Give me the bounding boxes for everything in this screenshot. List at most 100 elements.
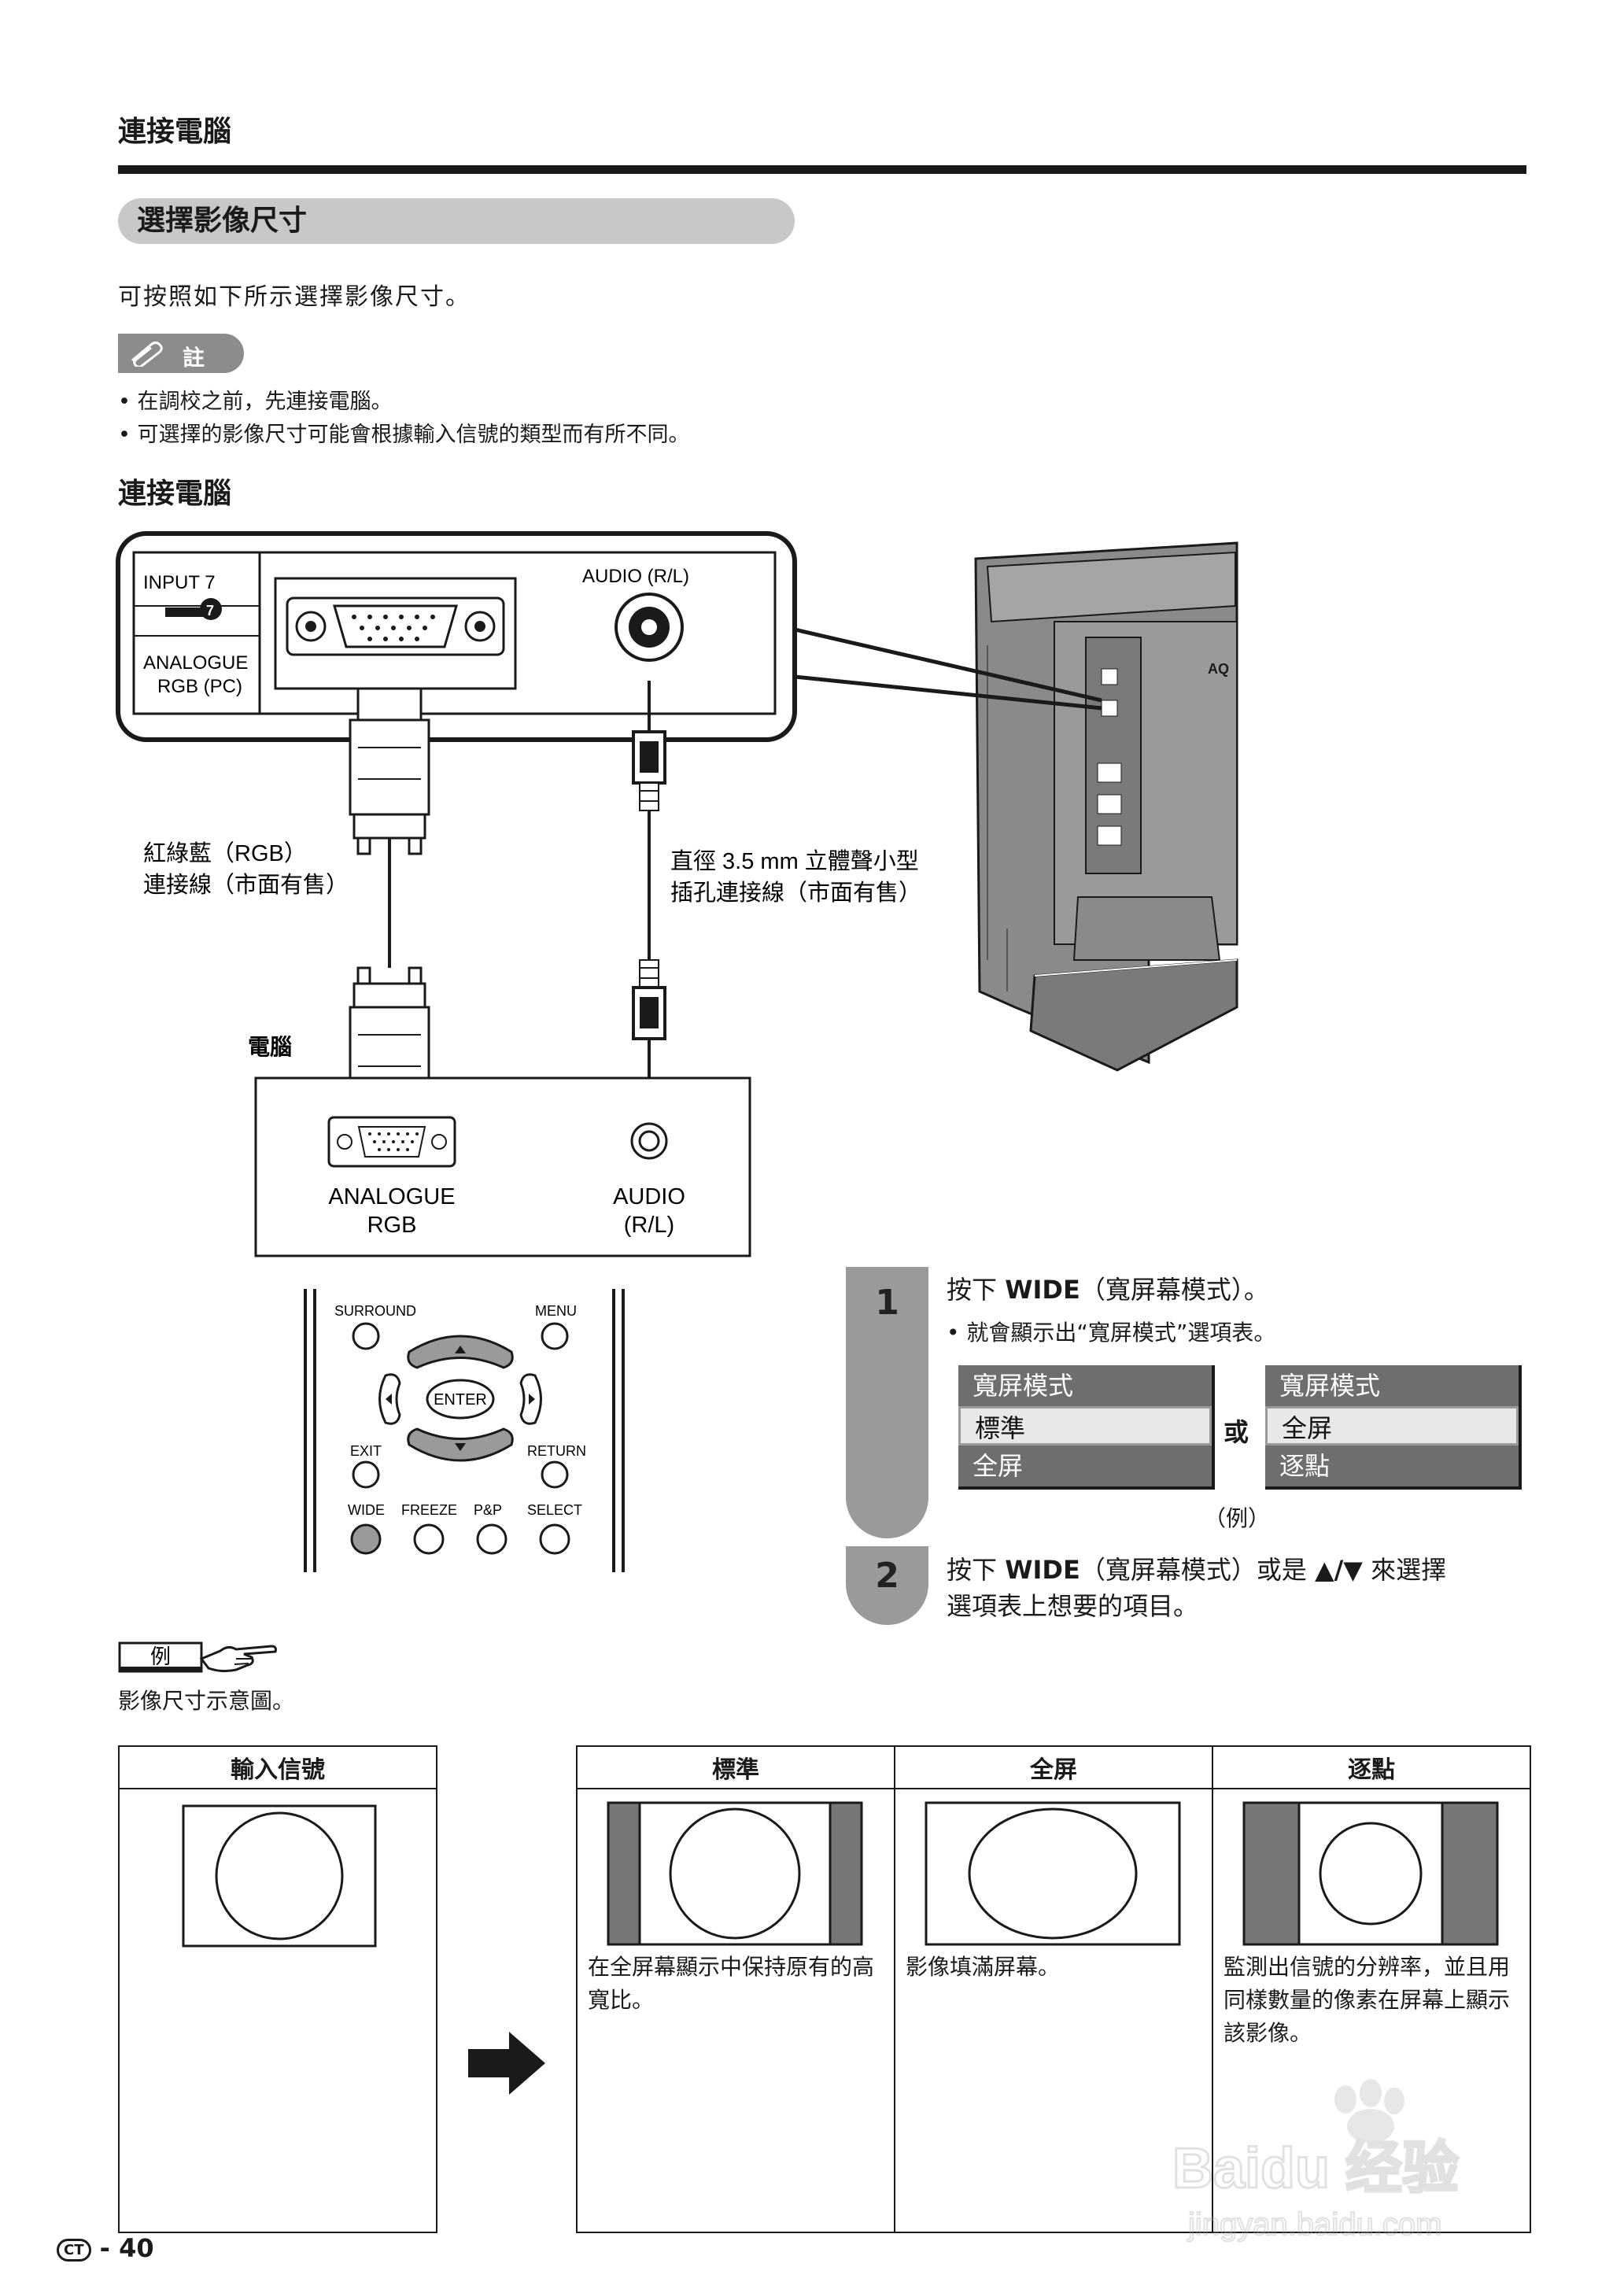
step-2-suffix: 來選擇: [1362, 1555, 1447, 1585]
step-1-prefix: 按下: [947, 1275, 1006, 1305]
step-1-number: 1: [875, 1283, 899, 1323]
connection-diagram: AQ INPUT 7 7 ANALOGUE RGB (PC) AUDIO (R: [116, 531, 1238, 1257]
step-2-bar: 2: [846, 1546, 928, 1625]
exit-button[interactable]: [352, 1460, 380, 1489]
audio-cable-label-2: 插孔連接線（市面有售）: [670, 880, 921, 906]
exit-label: EXIT: [350, 1443, 382, 1459]
example-tag: 例: [118, 1641, 277, 1673]
select-button[interactable]: [539, 1523, 570, 1555]
panel-input-label: INPUT 7: [143, 572, 216, 593]
freeze-label: FREEZE: [401, 1502, 457, 1518]
step-2-line2: 選項表上想要的項目。: [947, 1591, 1199, 1621]
baidu-watermark: Baidu 经验 jingyan.baidu.com: [1172, 2079, 1460, 2243]
step-2-middle: （寬屏幕模式）或是: [1080, 1555, 1315, 1585]
enter-button[interactable]: [426, 1379, 495, 1420]
pc-audio-label-2: (R/L): [624, 1213, 674, 1238]
rgb-cable-label-1: 紅綠藍（RGB）: [143, 840, 307, 866]
panel-input-num: 7: [206, 603, 214, 618]
mode-header-dot: 逐點: [1212, 1745, 1531, 1789]
surround-label: SURROUND: [334, 1303, 416, 1319]
connect-title: 連接電腦: [118, 478, 232, 510]
footer-dash: -: [99, 2233, 120, 2263]
surround-button[interactable]: [352, 1322, 380, 1350]
standard-desc: 在全屏幕顯示中保持原有的高寬比。: [588, 1954, 875, 2013]
menu-item[interactable]: 逐點: [1265, 1446, 1519, 1486]
pc-box: 電腦 ANALOGUE RGB AUDIO (R/L): [248, 1035, 751, 1257]
step-2-arrows: ▲/▼: [1315, 1555, 1363, 1585]
return-button[interactable]: [541, 1460, 569, 1489]
step-2-number: 2: [875, 1556, 899, 1596]
menu-button[interactable]: [541, 1322, 569, 1350]
page-footer: CT - 40: [57, 2233, 154, 2263]
pc-rgb-label-2: RGB: [367, 1213, 417, 1238]
pc-label: 電腦: [248, 1035, 292, 1059]
panel-rgb-label: RGB (PC): [157, 676, 242, 697]
note-tag: 註: [118, 334, 244, 373]
note-item: 在調校之前，先連接電腦。: [118, 386, 690, 419]
step-2-text: 按下 WIDE（寬屏幕模式）或是 ▲/▼ 來選擇 選項表上想要的項目。: [947, 1552, 1537, 1624]
subsection-title: 選擇影像尺寸: [118, 198, 795, 244]
tv-brand: AQ: [1208, 661, 1229, 677]
note-item: 可選擇的影像尺寸可能會根據輸入信號的類型而有所不同。: [118, 419, 690, 452]
enter-label: ENTER: [434, 1391, 487, 1409]
wide-modes-table: 標準 全屏 逐點 在全屏幕顯示中保持原有的高寬比。 影像填滿屏幕。: [576, 1745, 1531, 2233]
mode-header-full: 全屏: [894, 1745, 1213, 1789]
terminal-panel-callout: INPUT 7 7 ANALOGUE RGB (PC) AUDIO (R/L): [116, 531, 1102, 742]
header-rule: [118, 165, 1526, 174]
note-label: 註: [183, 345, 205, 371]
paw-icon: [1334, 2079, 1404, 2143]
intro-text: 可按照如下所示選擇影像尺寸。: [118, 283, 471, 311]
step-2-key: WIDE: [1005, 1555, 1080, 1585]
step-1-sub: 就會顯示出“寬屏模式”選項表。: [947, 1316, 1275, 1347]
menu-label: MENU: [535, 1303, 577, 1319]
example-tag-label: 例: [150, 1645, 171, 1668]
audio-cable: [632, 681, 666, 1100]
example-desc: 影像尺寸示意圖。: [118, 1688, 295, 1714]
rgb-cable-label-2: 連接線（市面有售）: [143, 872, 349, 898]
audio-cable-label-1: 直徑 3.5 mm 立體聲小型: [670, 848, 919, 874]
freeze-button[interactable]: [413, 1523, 445, 1555]
standard-illustration: [607, 1801, 863, 1946]
tv-back-illustration: AQ: [974, 541, 1238, 1072]
step-2-prefix: 按下: [947, 1555, 1006, 1585]
step-1-title: 按下 WIDE（寬屏幕模式）。: [947, 1270, 1269, 1306]
full-illustration: [925, 1801, 1181, 1946]
full-desc: 影像填滿屏幕。: [906, 1954, 1061, 1980]
page-number: 40: [119, 2233, 154, 2263]
right-arrow-icon: [468, 2032, 545, 2095]
wide-button[interactable]: [350, 1523, 382, 1555]
mode-header-standard: 標準: [576, 1745, 895, 1789]
dot-desc: 監測出信號的分辨率，並且用同樣數量的像素在屏幕上顯示該影像。: [1224, 1954, 1511, 2046]
input-signal-table: 輸入信號: [118, 1745, 437, 2233]
input-signal-illustration: [182, 1804, 377, 1948]
panel-audio-label: AUDIO (R/L): [582, 566, 689, 587]
watermark-line1: Baidu 经验: [1172, 2137, 1459, 2200]
example-label: （例）: [1204, 1505, 1271, 1531]
return-label: RETURN: [527, 1443, 586, 1459]
menu-item[interactable]: 全屏: [958, 1446, 1212, 1486]
step-1-suffix: （寬屏幕模式）。: [1080, 1275, 1269, 1305]
note-list: 在調校之前，先連接電腦。 可選擇的影像尺寸可能會根據輸入信號的類型而有所不同。: [118, 386, 690, 452]
select-label: SELECT: [527, 1502, 582, 1518]
pointing-hand-icon: [199, 1645, 277, 1673]
menu-item-selected[interactable]: 標準: [958, 1406, 1212, 1446]
rgb-cable: [349, 687, 430, 1127]
pc-rgb-label-1: ANALOGUE: [328, 1184, 455, 1209]
paperclip-icon: [131, 342, 163, 367]
watermark-line2: jingyan.baidu.com: [1187, 2207, 1441, 2242]
wide-label: WIDE: [348, 1502, 385, 1518]
pc-audio-label-1: AUDIO: [613, 1184, 685, 1209]
or-label: 或: [1224, 1417, 1249, 1447]
wide-mode-menu-full: 寬屏模式 全屏 逐點: [1265, 1365, 1522, 1490]
pap-label: P&P: [474, 1502, 502, 1518]
pap-button[interactable]: [476, 1523, 507, 1555]
remote-control: SURROUND MENU ENTER EXIT RETURN WIDE FRE…: [304, 1289, 625, 1572]
dot-illustration: [1242, 1801, 1499, 1946]
menu-title: 寬屏模式: [1265, 1365, 1519, 1406]
panel-analogue-label: ANALOGUE: [143, 652, 248, 674]
menu-item-selected[interactable]: 全屏: [1265, 1406, 1519, 1446]
step-1-key: WIDE: [1005, 1275, 1080, 1305]
menu-title: 寬屏模式: [958, 1365, 1212, 1406]
section-title: 連接電腦: [118, 116, 232, 148]
step-1-bar: 1: [846, 1267, 928, 1538]
